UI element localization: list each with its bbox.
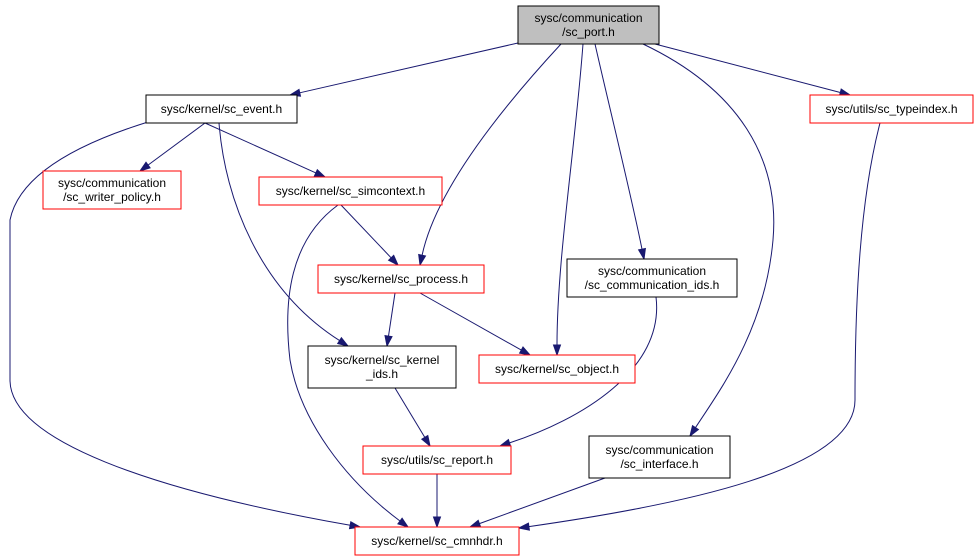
node-label-line: _ids.h — [365, 367, 398, 381]
edge-sc_typeindex-to-sc_cmnhdr — [517, 122, 881, 531]
edge-line — [287, 204, 401, 522]
node-label-line: /sc_writer_policy.h — [63, 190, 161, 204]
node-label-line: sysc/utils/sc_typeindex.h — [825, 102, 957, 116]
node-sc-communication-ids[interactable]: sysc/communication/sc_communication_ids.… — [566, 258, 738, 298]
node-box — [588, 435, 731, 479]
edge-sc_port-to-sc_typeindex — [654, 43, 852, 97]
node-box — [566, 258, 738, 298]
edge-sc_port-to-sc_interface — [642, 43, 775, 438]
edge-sc_port-to-sc_process — [418, 43, 562, 267]
edge-line — [394, 387, 426, 438]
node-label-line: /sc_interface.h — [620, 457, 698, 471]
edge-line — [299, 42, 519, 94]
node-box — [517, 5, 660, 45]
arrowhead — [336, 336, 350, 347]
edge-line — [528, 122, 881, 528]
node-label-line: sysc/utils/sc_report.h — [381, 453, 493, 467]
arrowhead — [517, 522, 530, 531]
edge-line — [479, 477, 606, 525]
node-sc-simcontext[interactable]: sysc/kernel/sc_simcontext.h — [258, 176, 443, 206]
node-label-line: sysc/kernel/sc_kernel — [325, 353, 440, 367]
edge-line — [218, 122, 340, 342]
nodes-layer: sysc/communication/sc_port.h sysc/kernel/… — [42, 5, 974, 556]
node-label-line: sysc/communication — [605, 443, 713, 457]
edge-sc_port-to-sc_object — [552, 43, 584, 357]
node-box — [145, 94, 298, 124]
edge-line — [654, 43, 841, 93]
node-label-line: sysc/kernel/sc_event.h — [161, 102, 282, 116]
node-label-line: /sc_port.h — [562, 25, 615, 39]
edge-line — [147, 122, 206, 166]
edge-sc_process-to-sc_object — [419, 292, 532, 356]
arrowhead — [420, 434, 431, 448]
node-sc-cmnhdr[interactable]: sysc/kernel/sc_cmnhdr.h — [354, 526, 520, 556]
node-label-line: /sc_communication_ids.h — [585, 278, 720, 292]
edge-sc_simcontext-to-sc_cmnhdr — [287, 204, 410, 528]
node-box — [354, 526, 520, 556]
edge-sc_process-to-sc_kernel_ids — [384, 292, 396, 348]
node-label-line: sysc/kernel/sc_object.h — [495, 362, 619, 376]
edge-line — [9, 121, 351, 526]
node-box — [362, 445, 512, 475]
node-box — [307, 345, 457, 389]
edge-sc_event-to-sc_kernel_ids — [218, 122, 350, 347]
edge-sc_event-to-sc_simcontext — [204, 122, 327, 178]
node-sc-event[interactable]: sysc/kernel/sc_event.h — [145, 94, 298, 124]
arrowhead — [552, 344, 562, 357]
node-sc-report[interactable]: sysc/utils/sc_report.h — [362, 445, 512, 475]
node-box — [478, 354, 636, 384]
node-sc-port: sysc/communication/sc_port.h — [517, 5, 660, 45]
node-label-line: sysc/communication — [534, 11, 642, 25]
arrowhead — [518, 346, 532, 356]
edge-line — [594, 43, 643, 250]
node-sc-process[interactable]: sysc/kernel/sc_process.h — [317, 264, 485, 294]
node-sc-writer-policy[interactable]: sysc/communication/sc_writer_policy.h — [42, 170, 182, 210]
edge-line — [556, 43, 584, 346]
node-box — [258, 176, 443, 206]
node-sc-object[interactable]: sysc/kernel/sc_object.h — [478, 354, 636, 384]
arrowhead — [637, 247, 646, 261]
node-sc-kernel-ids[interactable]: sysc/kernel/sc_kernel_ids.h — [307, 345, 457, 389]
node-box — [42, 170, 182, 210]
edge-sc_simcontext-to-sc_process — [340, 204, 400, 267]
edge-sc_kernel_ids-to-sc_report — [394, 387, 431, 448]
edge-sc_port-to-sc_event — [288, 42, 519, 97]
node-sc-interface[interactable]: sysc/communication/sc_interface.h — [588, 435, 731, 479]
arrowhead — [689, 424, 700, 438]
node-label-line: sysc/communication — [58, 176, 166, 190]
arrowhead — [418, 253, 427, 267]
edge-line — [642, 43, 775, 428]
arrowhead — [468, 519, 482, 528]
arrowhead — [313, 168, 327, 178]
edges-layer — [9, 42, 881, 531]
edge-line — [388, 292, 396, 337]
node-box — [317, 264, 485, 294]
arrowhead — [138, 161, 151, 172]
edge-sc_port-to-sc_communication_ids — [594, 43, 646, 261]
arrowhead — [387, 254, 400, 267]
arrowhead — [384, 335, 393, 348]
node-label-line: sysc/kernel/sc_cmnhdr.h — [371, 534, 502, 548]
node-label-line: sysc/kernel/sc_simcontext.h — [276, 184, 425, 198]
node-label-line: sysc/communication — [598, 264, 706, 278]
node-box — [809, 94, 974, 124]
arrowhead — [432, 516, 442, 529]
edge-line — [509, 296, 658, 444]
arrowhead — [498, 438, 512, 447]
edge-line — [421, 43, 562, 256]
node-label-line: sysc/kernel/sc_process.h — [334, 272, 468, 286]
edge-line — [340, 204, 392, 259]
edge-sc_event-to-sc_writer_policy — [138, 122, 206, 172]
edge-sc_report-to-sc_cmnhdr — [432, 474, 442, 529]
edge-line — [419, 292, 522, 351]
edge-sc_interface-to-sc_cmnhdr — [468, 477, 606, 528]
edge-line — [204, 122, 317, 174]
node-sc-typeindex[interactable]: sysc/utils/sc_typeindex.h — [809, 94, 974, 124]
arrowhead — [397, 517, 410, 528]
